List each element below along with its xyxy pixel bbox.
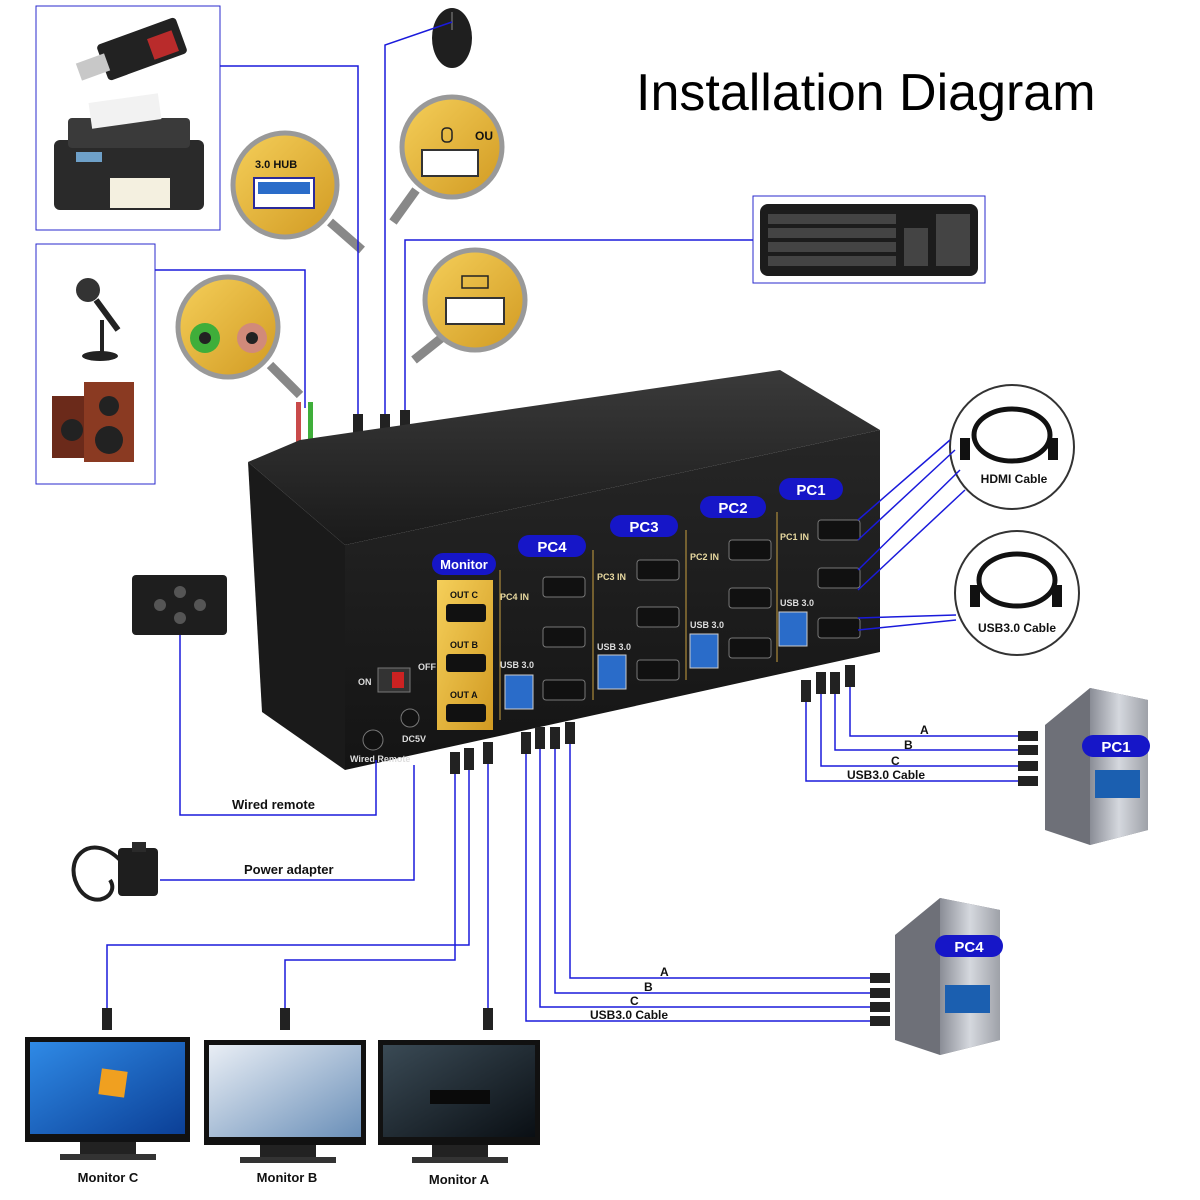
usb-devices-box [35, 5, 221, 231]
pc3-pill-label: PC3 [629, 519, 658, 536]
remote-power-cables [160, 635, 415, 881]
dc-port: DC5V [400, 708, 426, 744]
pc3-usb-label: USB 3.0 [597, 642, 631, 652]
pc4-usb-label: USB 3.0 [500, 660, 534, 670]
peripheral-plugs [296, 402, 410, 442]
pc4-plugs [521, 722, 890, 1026]
kvm-switch-device: Monitor OUT C OUT B OUT A PC4 PC4 IN USB… [248, 370, 880, 770]
pc1-tower-label: PC1 [1101, 739, 1130, 756]
pc3-section: PC3 PC3 IN USB 3.0 [597, 515, 680, 690]
pc1-line-b: B [904, 738, 913, 752]
pc4-line-b: B [644, 980, 653, 994]
pc2-section: PC2 PC2 IN USB 3.0 [689, 496, 772, 669]
switch-off-label: OFF [418, 662, 436, 672]
pc4-tower-label: PC4 [954, 939, 984, 956]
page-title: Installation Diagram [636, 64, 1096, 122]
out-a-label: OUT A [450, 690, 478, 700]
pc1-line-a: A [920, 723, 929, 737]
wired-remote-port-label: Wired Remote [350, 754, 410, 764]
keyboard-box [752, 195, 986, 284]
pc4-cables [525, 740, 872, 1022]
keyboard-icon [760, 204, 978, 276]
hdmi-cable-label: HDMI Cable [981, 472, 1048, 486]
out-c-label: OUT C [450, 590, 478, 600]
pc4-line-c: C [630, 994, 639, 1008]
pill-monitor: Monitor [432, 553, 496, 575]
pc4-line-usb: USB3.0 Cable [590, 1008, 668, 1022]
keyboard-port-magnifier [411, 247, 528, 364]
pc1-line-c: C [891, 754, 900, 768]
audio-devices-box [35, 243, 156, 485]
hub-label: 3.0 HUB [255, 159, 297, 171]
hdmi-cable-callout: HDMI Cable [949, 384, 1075, 510]
pc4-line-a: A [660, 965, 669, 979]
monitor-plugs [102, 742, 493, 1030]
wired-remote-port: Wired Remote [350, 729, 410, 764]
power-adapter-label: Power adapter [244, 862, 334, 877]
usb-flash-drive-icon [75, 17, 187, 81]
pc1-pill-label: PC1 [796, 482, 825, 499]
monitor-b-label: Monitor B [257, 1170, 318, 1185]
pc2-in-label: PC2 IN [690, 552, 719, 562]
monitor-b: Monitor B [204, 1040, 366, 1185]
wired-remote-icon [132, 575, 227, 635]
monitor-a: Monitor A [378, 1040, 540, 1187]
power-switch: ON OFF [358, 662, 436, 693]
monitor-a-label: Monitor A [429, 1172, 490, 1187]
power-adapter-icon [71, 842, 158, 902]
pc3-in-label: PC3 IN [597, 572, 626, 582]
pc4-section: PC4 PC4 IN USB 3.0 [500, 535, 586, 710]
usb-cable-callout: USB3.0 Cable [954, 530, 1080, 656]
pc1-tower: PC1 [1045, 688, 1150, 845]
monitor-c-label: Monitor C [78, 1170, 139, 1185]
pc1-cables [805, 680, 1020, 782]
pc1-usb-label: USB 3.0 [780, 598, 814, 608]
mouse-port-magnifier: OU [389, 94, 505, 225]
wired-remote-label: Wired remote [232, 797, 315, 812]
speaker-icon [52, 382, 134, 462]
mouse-icon [432, 8, 472, 68]
microphone-icon [76, 278, 121, 361]
monitor-c: Monitor C [25, 1037, 190, 1185]
pc4-in-label: PC4 IN [500, 592, 529, 602]
pc2-usb-label: USB 3.0 [690, 620, 724, 630]
pc4-pill-label: PC4 [537, 539, 567, 556]
usb-cable-label: USB3.0 Cable [978, 621, 1056, 635]
pc1-line-usb: USB3.0 Cable [847, 768, 925, 782]
pc2-pill-label: PC2 [718, 500, 747, 517]
monitor-pill-label: Monitor [440, 557, 488, 572]
pc1-in-label: PC1 IN [780, 532, 809, 542]
pc4-tower: PC4 [895, 898, 1003, 1055]
hub-magnifier: 3.0 HUB [230, 130, 365, 254]
printer-icon [54, 93, 204, 210]
cable-callout-rays [857, 439, 966, 631]
peripheral-cables [155, 21, 753, 418]
pc1-plugs [801, 665, 1038, 786]
pc1-section: PC1 PC1 IN USB 3.0 [778, 478, 861, 647]
out-b-label: OUT B [450, 640, 478, 650]
monitor-cables [106, 760, 489, 1010]
mouse-port-label: OU [475, 129, 493, 143]
dc-label: DC5V [402, 734, 426, 744]
switch-on-label: ON [358, 677, 372, 687]
audio-port-magnifier [175, 274, 304, 399]
